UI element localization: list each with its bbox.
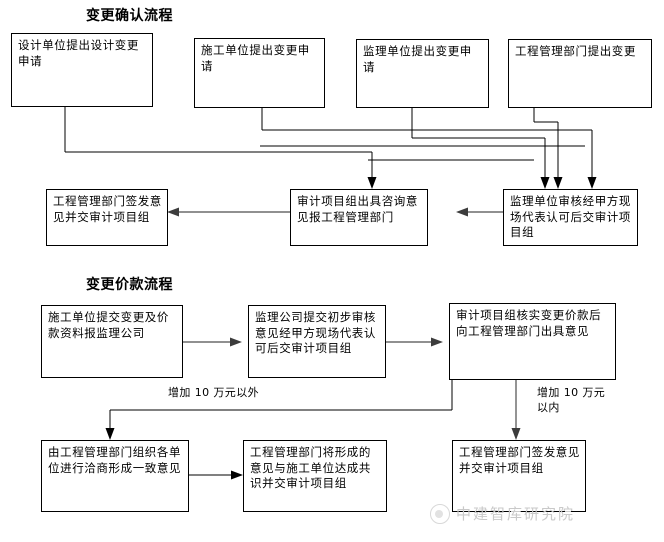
watermark-logo-icon <box>430 503 450 524</box>
section-title-change-price: 变更价款流程 <box>86 277 173 293</box>
edge-n7-to-n6 <box>456 207 503 217</box>
edge-n6-to-n5 <box>167 207 290 217</box>
flow2-node-construction-unit-submit-materials[interactable]: 施工单位提交变更及价款资料报监理公司 <box>41 305 183 378</box>
watermark: 中建智库研究院 <box>430 503 575 524</box>
edge-m3-to-m4 <box>105 380 453 440</box>
flow1-node-design-unit-change-request[interactable]: 设计单位提出设计变更申请 <box>11 33 153 107</box>
edge-n1-to-n6 <box>64 107 377 189</box>
flow2-node-supervision-company-preliminary-review[interactable]: 监理公司提交初步审核意见经甲方现场代表认可后交审计项目组 <box>248 305 386 378</box>
flow1-node-supervision-unit-review[interactable]: 监理单位审核经甲方现场代表认可后交审计项目组 <box>503 189 638 246</box>
flow2-node-engineering-dept-negotiation[interactable]: 由工程管理部门组织各单位进行洽商形成一致意见 <box>41 440 189 512</box>
flow2-node-engineering-dept-consensus[interactable]: 工程管理部门将形成的意见与施工单位达成共识并交审计项目组 <box>243 440 387 512</box>
section-title-change-confirmation: 变更确认流程 <box>86 8 173 24</box>
flow1-node-construction-unit-change-request[interactable]: 施工单位提出变更申请 <box>194 38 325 108</box>
edge-m1-to-m2 <box>183 337 242 347</box>
flow2-node-engineering-dept-sign-opinion[interactable]: 工程管理部门签发意见并交审计项目组 <box>452 440 586 512</box>
flow1-node-engineering-dept-issue-opinion[interactable]: 工程管理部门签发意见并交审计项目组 <box>46 189 168 246</box>
edge-n3-to-n7 <box>411 107 550 189</box>
flow1-node-supervision-unit-change-request[interactable]: 监理单位提出变更申请 <box>356 39 489 108</box>
edge-label-increase-within-100k: 增加 10 万元 以内 <box>537 386 606 414</box>
edge-m2-to-m3 <box>386 337 443 347</box>
edge-n4-to-n7 <box>533 107 563 189</box>
flow2-node-audit-team-verify-price[interactable]: 审计项目组核实变更价款后向工程管理部门出具意见 <box>449 303 616 380</box>
edge-m3-to-m6 <box>511 380 521 440</box>
edge-label-increase-beyond-100k: 增加 10 万元以外 <box>168 386 259 399</box>
watermark-text: 中建智库研究院 <box>456 505 576 523</box>
flow1-node-audit-team-advisory-opinion[interactable]: 审计项目组出具咨询意见报工程管理部门 <box>290 189 428 246</box>
edge-m4-to-m5 <box>189 470 243 480</box>
flow1-node-engineering-dept-change-request[interactable]: 工程管理部门提出变更 <box>508 39 652 108</box>
edge-n2-to-n6 <box>261 107 597 189</box>
